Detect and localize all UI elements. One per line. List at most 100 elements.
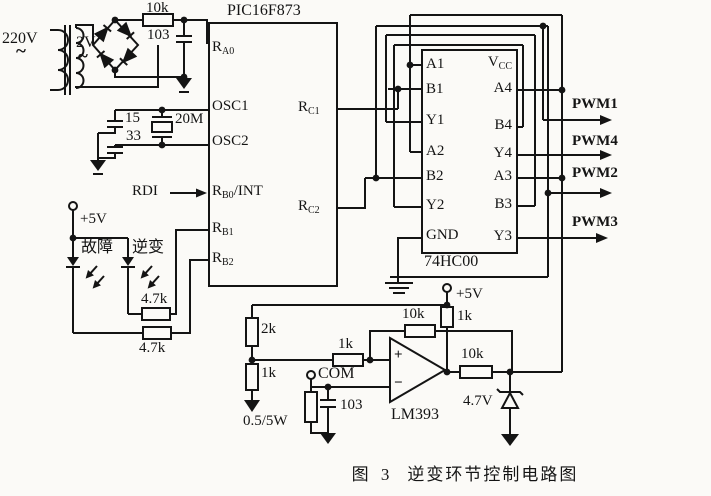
pwm2-arrow bbox=[548, 188, 612, 198]
label-resistor-10k-top: 10k bbox=[146, 0, 169, 16]
pin-a4: A4 bbox=[493, 80, 512, 96]
label-cap-103-comparator: 103 bbox=[340, 397, 363, 413]
label-zener-voltage: 4.7V bbox=[463, 393, 493, 409]
resistor-1k-divider bbox=[245, 363, 259, 391]
com-terminal bbox=[306, 370, 316, 380]
label-fault-led: 故障 bbox=[81, 239, 114, 256]
ground-zener bbox=[501, 434, 519, 446]
pin-rc2: RC2 bbox=[298, 198, 320, 216]
pin-ra0: RA0 bbox=[212, 39, 235, 57]
pin-b2: B2 bbox=[426, 168, 444, 184]
ac-symbol-primary: ~ bbox=[16, 41, 26, 62]
label-primary-voltage: 220V bbox=[2, 30, 38, 47]
label-resistor-2k: 2k bbox=[261, 321, 276, 337]
pin-b1: B1 bbox=[426, 81, 444, 97]
label-rdi: RDI bbox=[132, 183, 158, 199]
label-resistor-1k-divider: 1k bbox=[261, 365, 276, 381]
label-crystal-20m: 20M bbox=[175, 111, 204, 127]
plus5v-terminal-leds bbox=[68, 201, 78, 211]
label-cap-103-top: 103 bbox=[147, 27, 170, 43]
rdi-arrow bbox=[170, 188, 207, 198]
comparator-wires bbox=[245, 283, 562, 434]
pin-a1: A1 bbox=[426, 56, 445, 72]
label-plus5v-comparator: +5V bbox=[456, 286, 483, 302]
cap-103-comparator-icon bbox=[320, 387, 336, 433]
ground-rectifier bbox=[176, 78, 192, 93]
label-resistor-4k7-lower: 4.7k bbox=[139, 340, 166, 356]
label-resistor-10k-feedback: 10k bbox=[402, 306, 425, 322]
ground-oscillator bbox=[90, 160, 106, 175]
bridge-rectifier-icon bbox=[91, 18, 140, 72]
junction-dots bbox=[69, 16, 566, 391]
opamp-plus-input: + bbox=[394, 347, 403, 363]
label-resistor-10k-output: 10k bbox=[461, 346, 484, 362]
ground-divider bbox=[244, 400, 260, 412]
pin-vcc: VCC bbox=[487, 54, 512, 72]
label-cap-15: 15 bbox=[125, 110, 140, 126]
label-shunt-resistor: 0.5/5W bbox=[243, 413, 288, 429]
invert-led-icon bbox=[121, 257, 135, 268]
figure-caption: 图 3 逆变环节控制电路图 bbox=[320, 460, 610, 485]
cap-103-top-icon bbox=[176, 35, 192, 43]
resistor-shunt bbox=[304, 391, 318, 423]
label-plus5v-leds: +5V bbox=[80, 211, 107, 227]
pin-y3: Y3 bbox=[493, 228, 512, 244]
label-pwm2: PWM2 bbox=[572, 165, 618, 181]
ra0-input-wires bbox=[114, 13, 209, 78]
label-resistor-4k7-upper: 4.7k bbox=[141, 291, 168, 307]
ground-symbols bbox=[90, 78, 519, 446]
resistor-2k bbox=[245, 317, 259, 347]
comparator-title: LM393 bbox=[391, 406, 439, 423]
resistor-1k-pullup bbox=[440, 306, 454, 328]
transformer bbox=[50, 24, 159, 95]
label-pwm4: PWM4 bbox=[572, 133, 618, 149]
figure-number: 图 3 bbox=[351, 465, 394, 484]
invert-led-rays bbox=[140, 265, 160, 289]
pin-y4: Y4 bbox=[493, 145, 512, 161]
pin-b4: B4 bbox=[494, 117, 512, 133]
pin-rb2: RB2 bbox=[212, 250, 234, 268]
pin-y2: Y2 bbox=[426, 197, 445, 213]
label-com: COM bbox=[318, 365, 355, 382]
pin-rb1: RB1 bbox=[212, 220, 234, 238]
pin-rc1: RC1 bbox=[298, 99, 320, 117]
cap-15-icon bbox=[107, 120, 123, 128]
label-invert-led: 逆变 bbox=[132, 239, 165, 256]
pin-a3: A3 bbox=[493, 168, 512, 184]
pin-osc1: OSC1 bbox=[212, 98, 249, 114]
label-pwm1: PWM1 bbox=[572, 96, 618, 112]
ground-74hc00 bbox=[385, 282, 413, 294]
pin-a2: A2 bbox=[426, 143, 445, 159]
pwm3-arrow bbox=[517, 233, 608, 243]
pwm-arrows bbox=[517, 115, 612, 243]
fault-led-icon bbox=[66, 257, 80, 268]
gate-title: 74HC00 bbox=[424, 253, 479, 270]
gate-routing-wires bbox=[337, 14, 563, 373]
plus5v-terminal-comparator bbox=[442, 283, 452, 293]
figure-title: 逆变环节控制电路图 bbox=[407, 465, 579, 484]
resistor-10k-output bbox=[459, 365, 493, 379]
pin-gnd: GND bbox=[426, 227, 459, 243]
opamp-minus-input: − bbox=[394, 375, 403, 391]
ac-symbol-secondary: ~ bbox=[78, 46, 88, 67]
label-resistor-1k-pullup: 1k bbox=[457, 308, 472, 324]
ground-com bbox=[320, 433, 336, 444]
label-secondary-voltage: 2V bbox=[76, 34, 96, 51]
pin-rb0-int: RB0/INT bbox=[212, 183, 263, 201]
pin-b3: B3 bbox=[494, 196, 512, 212]
pin-y1: Y1 bbox=[426, 112, 445, 128]
resistor-4k7-lower bbox=[142, 326, 172, 340]
resistor-4k7-upper bbox=[141, 307, 171, 321]
zener-4v7-icon bbox=[496, 388, 524, 409]
crystal-20m-icon bbox=[151, 121, 173, 133]
pwm4-arrow bbox=[517, 150, 612, 160]
cap-33-icon bbox=[107, 146, 123, 154]
pin-osc2: OSC2 bbox=[212, 133, 249, 149]
pwm1-arrow bbox=[543, 115, 612, 125]
pic-title: PIC16F873 bbox=[227, 2, 301, 19]
led-section bbox=[66, 201, 209, 340]
fault-led-rays bbox=[85, 265, 105, 289]
lm393-triangle-icon bbox=[389, 336, 447, 404]
